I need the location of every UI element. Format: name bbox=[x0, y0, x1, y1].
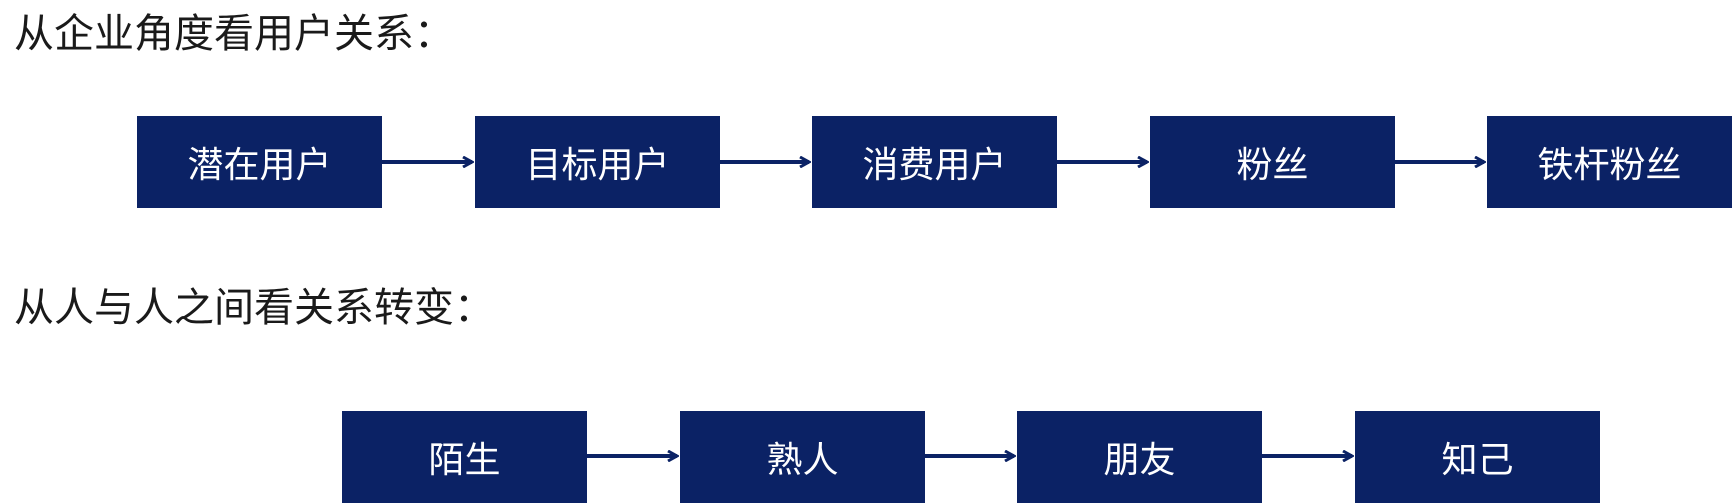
flow-node-acquaintance: 熟人 bbox=[680, 411, 925, 503]
flow-node-consumer-user: 消费用户 bbox=[812, 116, 1057, 208]
flow-node-friend: 朋友 bbox=[1017, 411, 1262, 503]
flow-node-loyal-fan: 铁杆粉丝 bbox=[1487, 116, 1732, 208]
enterprise-heading: 从企业角度看用户关系： bbox=[14, 11, 454, 57]
flow-node-confidant: 知己 bbox=[1355, 411, 1600, 503]
flow-node-potential-user: 潜在用户 bbox=[137, 116, 382, 208]
flow-node-stranger: 陌生 bbox=[342, 411, 587, 503]
flow-node-fan: 粉丝 bbox=[1150, 116, 1395, 208]
interpersonal-heading: 从人与人之间看关系转变： bbox=[14, 285, 494, 331]
flow-node-target-user: 目标用户 bbox=[475, 116, 720, 208]
